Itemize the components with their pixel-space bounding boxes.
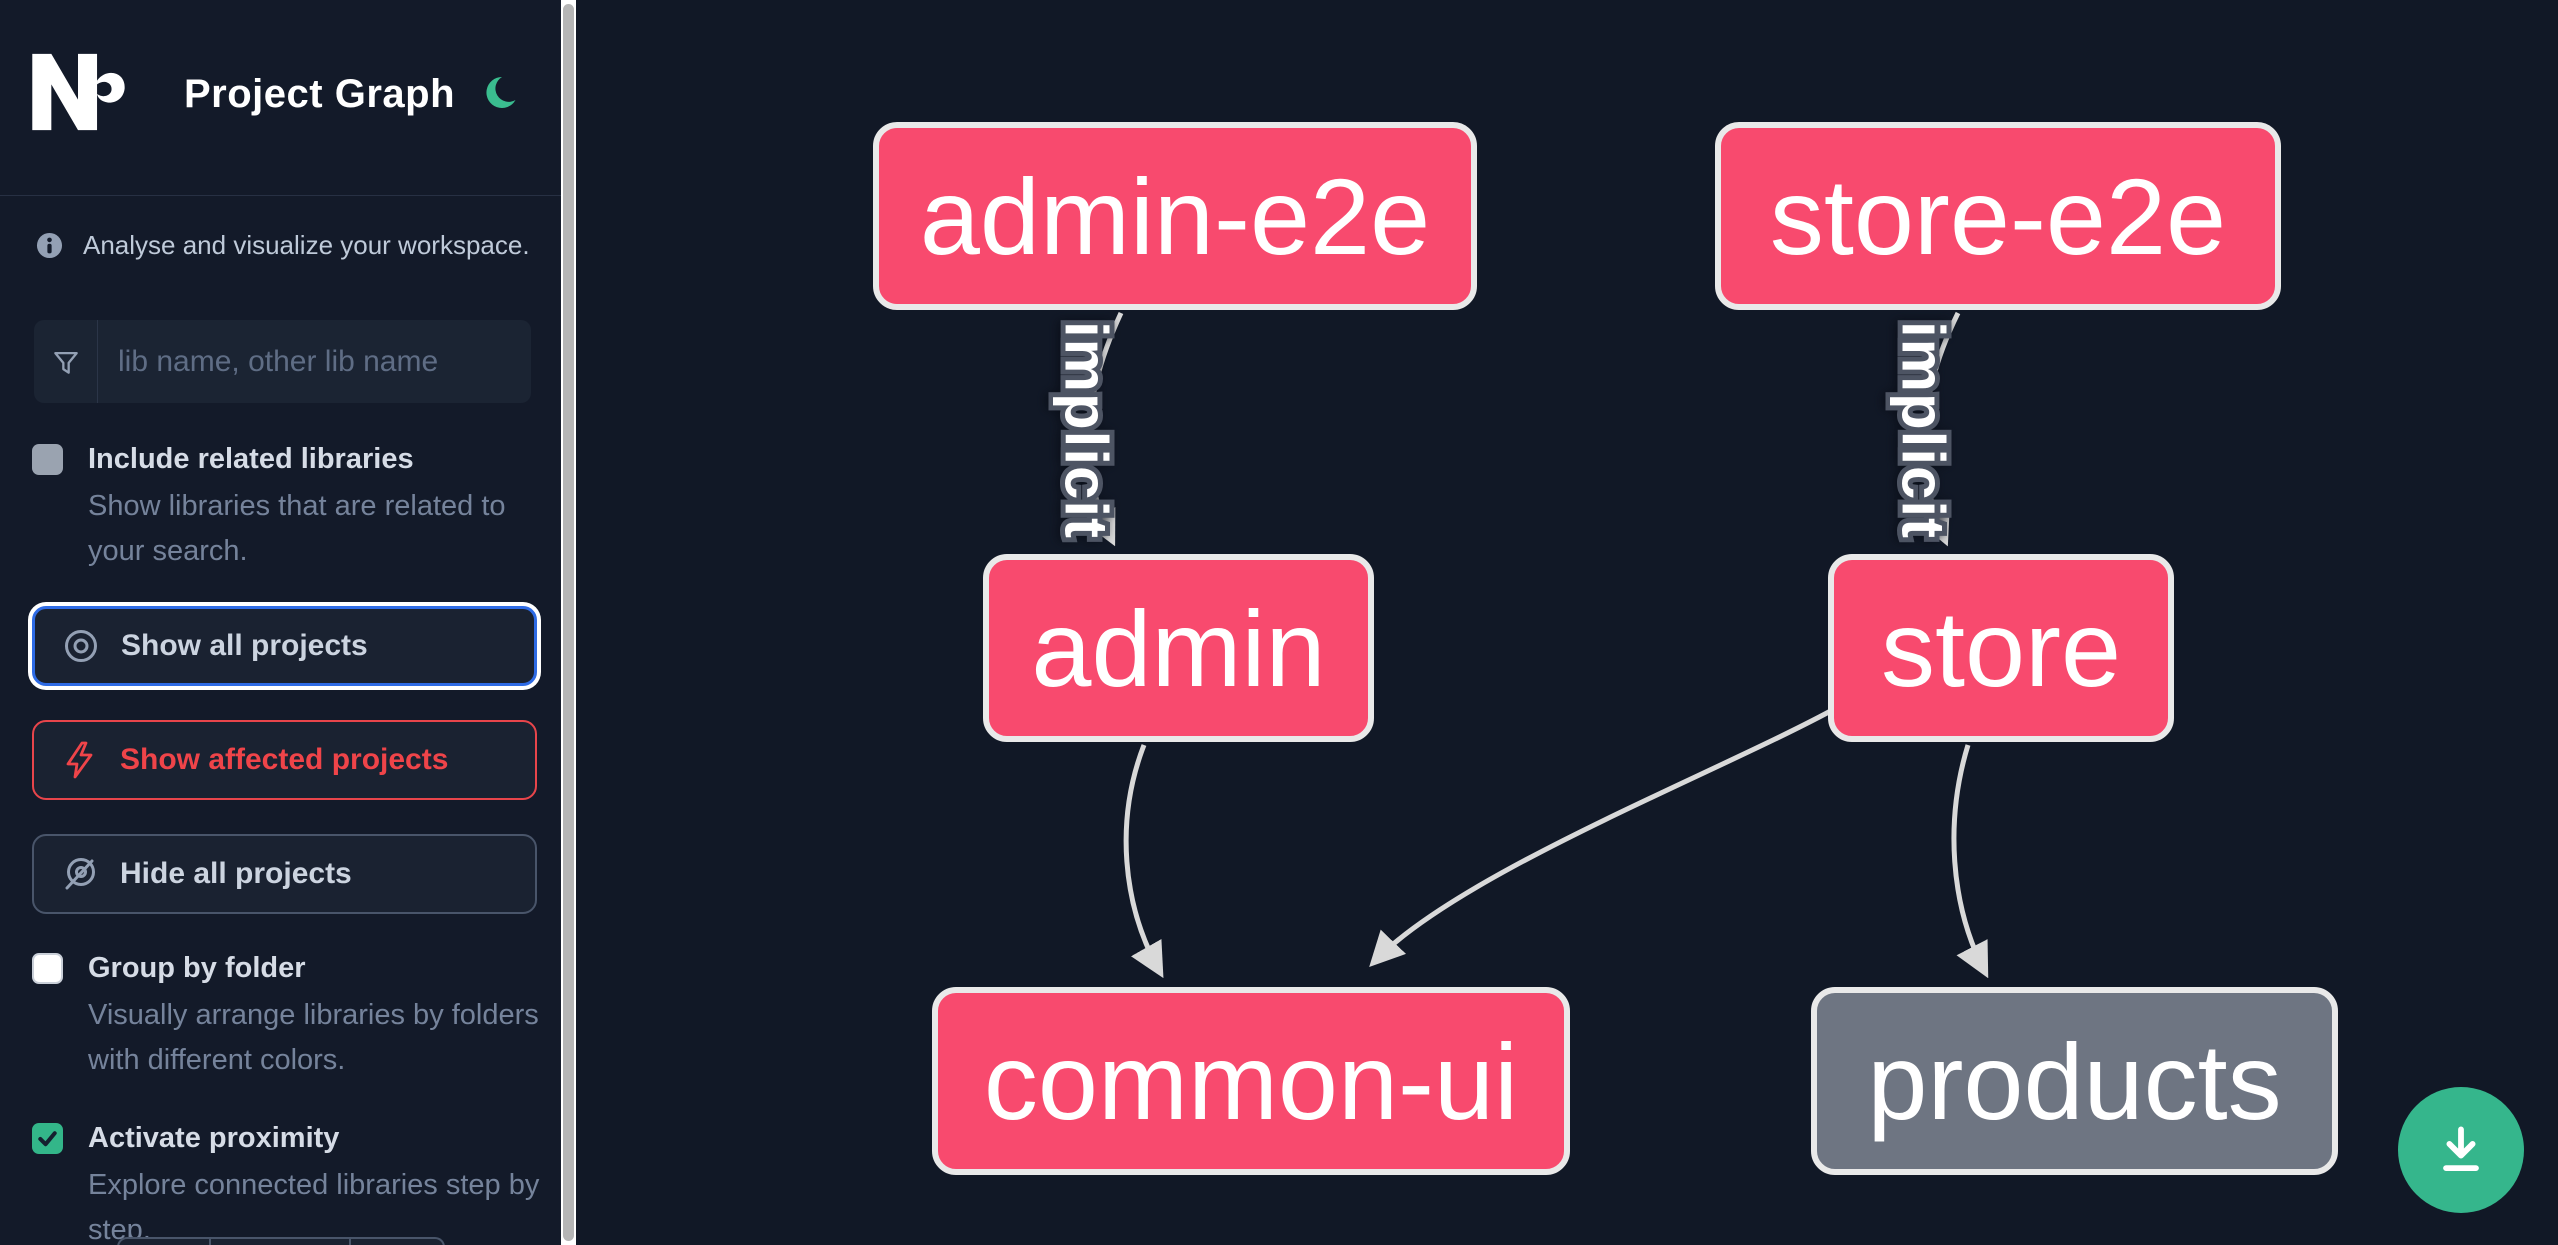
edge-admin-e2e-to-admin[interactable] — [1083, 311, 1124, 547]
include-related-checkbox[interactable] — [32, 444, 63, 475]
group-by-folder-checkbox[interactable] — [32, 953, 63, 984]
filter-funnel-icon — [34, 320, 98, 403]
proximity-increment-button[interactable] — [349, 1237, 445, 1245]
activate-proximity-setting: Activate proximity Explore connected lib… — [32, 1121, 543, 1245]
proximity-value — [211, 1237, 349, 1245]
edge-store-to-common-ui[interactable] — [1369, 704, 1840, 968]
edge-label-implicit-store: implicit implicit — [1885, 316, 1962, 544]
search-input[interactable] — [98, 320, 531, 403]
eye-icon — [65, 630, 97, 662]
moon-icon[interactable] — [476, 74, 516, 118]
checkmark-icon — [38, 1131, 57, 1147]
sidebar-scrollbar[interactable] — [561, 0, 576, 1245]
node-common-ui[interactable]: common-ui — [932, 987, 1570, 1175]
edge-label-implicit-admin: implicit implicit — [1048, 316, 1125, 544]
show-affected-projects-label: Show affected projects — [120, 743, 449, 776]
workspace-tagline: Analyse and visualize your workspace. — [83, 230, 530, 260]
node-admin-e2e[interactable]: admin-e2e — [873, 122, 1477, 310]
hide-all-projects-label: Hide all projects — [120, 857, 352, 890]
node-admin[interactable]: admin — [983, 554, 1374, 742]
show-affected-projects-button[interactable]: Show affected projects — [32, 720, 537, 800]
project-graph-canvas[interactable]: implicit implicit implicit implicit admi… — [576, 0, 2558, 1245]
group-by-folder-setting: Group by folder Visually arrange librari… — [32, 951, 543, 1083]
include-related-description: Show libraries that are related to your … — [88, 490, 506, 567]
bolt-icon — [66, 741, 93, 779]
sidebar-scrollbar-thumb[interactable] — [563, 4, 574, 1241]
node-products[interactable]: products — [1811, 987, 2338, 1175]
hide-all-projects-button[interactable]: Hide all projects — [32, 834, 537, 914]
proximity-decrement-button[interactable] — [117, 1237, 211, 1245]
edge-admin-to-common-ui[interactable] — [1123, 744, 1164, 979]
proximity-stepper[interactable] — [117, 1237, 445, 1245]
nx-logo-icon — [32, 53, 125, 131]
group-by-folder-label: Group by folder — [88, 952, 306, 984]
workspace-tagline-row: Analyse and visualize your workspace. — [36, 230, 530, 261]
edge-store-to-products[interactable] — [1951, 744, 1989, 979]
group-by-folder-description: Visually arrange libraries by folders wi… — [88, 999, 539, 1076]
search-box — [34, 320, 531, 403]
graph-edges — [1083, 311, 1989, 979]
show-all-projects-button[interactable]: Show all projects — [32, 606, 537, 686]
node-store-e2e[interactable]: store-e2e — [1715, 122, 2281, 310]
download-icon — [2443, 1126, 2479, 1172]
activate-proximity-description: Explore connected libraries step by step… — [88, 1169, 540, 1245]
info-icon — [36, 232, 63, 259]
activate-proximity-checkbox[interactable] — [32, 1123, 63, 1154]
sidebar-header: Project Graph — [0, 0, 561, 196]
edge-store-e2e-to-store[interactable] — [1917, 311, 1961, 547]
page-title: Project Graph — [184, 72, 456, 116]
node-store[interactable]: store — [1828, 554, 2174, 742]
activate-proximity-label: Activate proximity — [88, 1122, 340, 1154]
download-image-button[interactable] — [2398, 1087, 2524, 1213]
sidebar: Project Graph Analyse and visualize your… — [0, 0, 561, 1245]
show-all-projects-label: Show all projects — [121, 629, 368, 662]
eye-off-icon — [65, 858, 95, 890]
include-related-label: Include related libraries — [88, 443, 414, 475]
include-related-setting: Include related libraries Show libraries… — [32, 442, 543, 574]
